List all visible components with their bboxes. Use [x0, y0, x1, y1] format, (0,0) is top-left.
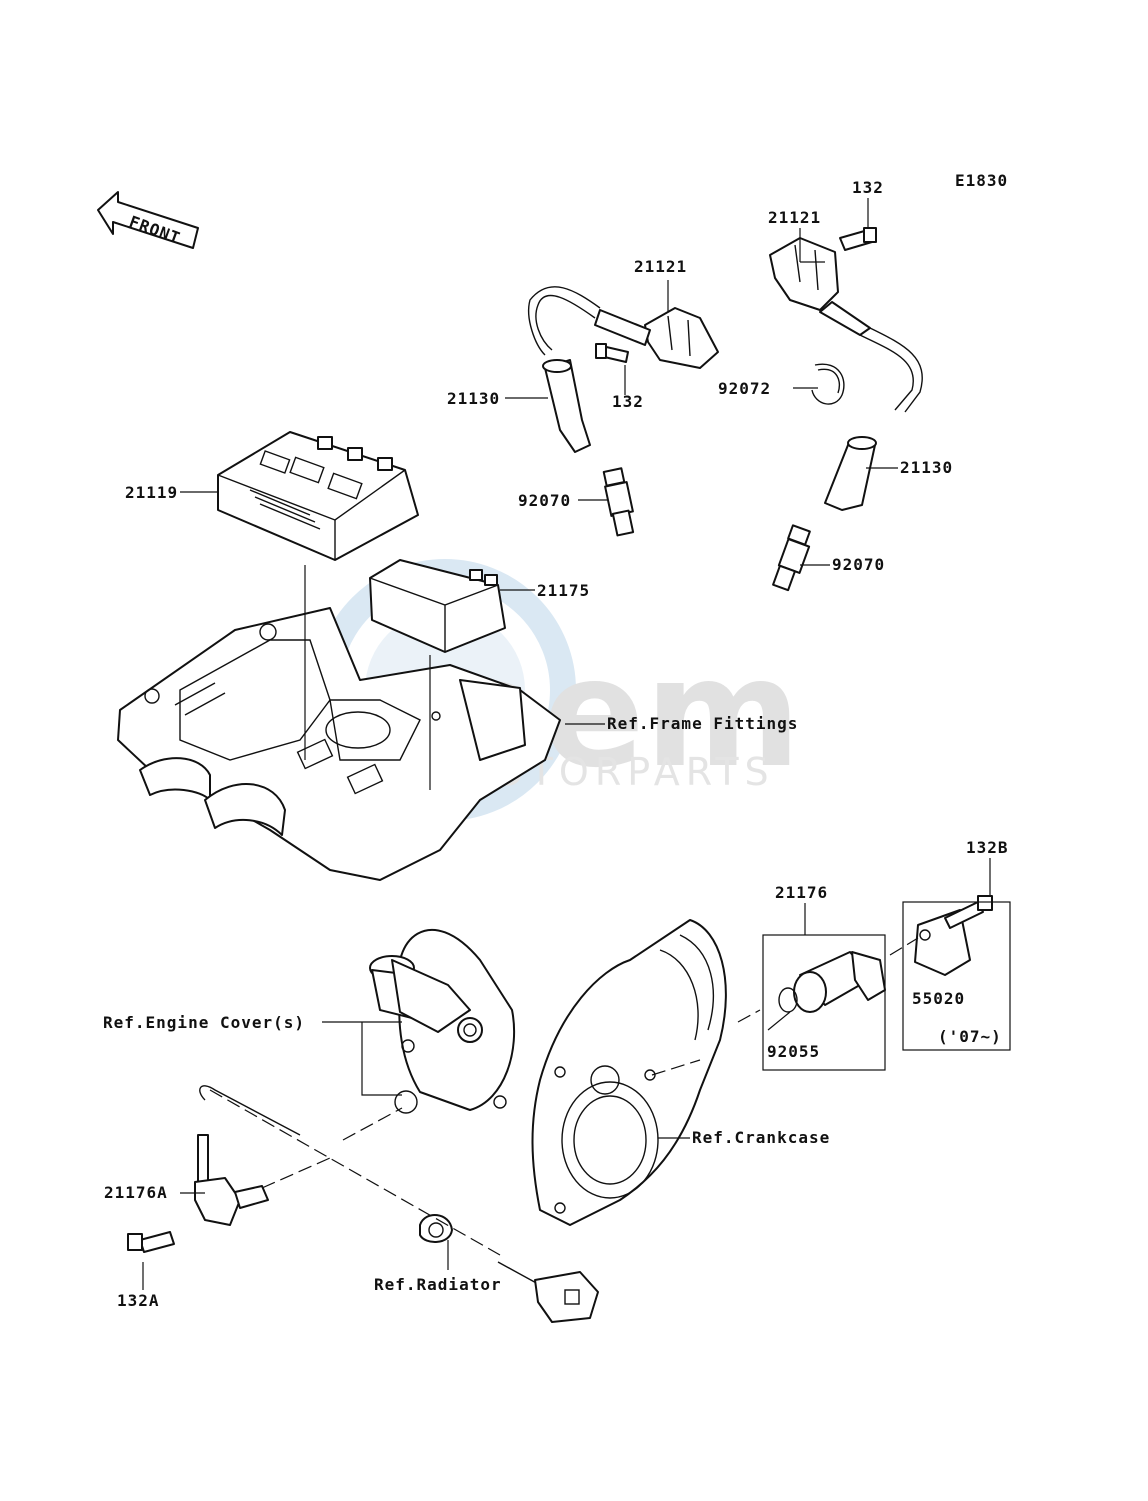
ignition-coil-right [769, 237, 923, 413]
clamp-92072 [811, 363, 845, 405]
ref-frame-fittings: Ref.Frame Fittings [607, 714, 798, 733]
radiator-clamp [419, 1214, 453, 1243]
module-21175 [369, 559, 506, 653]
label-07: ('07~) [938, 1027, 1002, 1046]
label-21176: 21176 [775, 883, 828, 902]
ecu-21119 [217, 431, 419, 561]
spark-plug-right [772, 524, 811, 592]
bolt-132-top [839, 227, 877, 251]
plug-cap-right [824, 436, 877, 511]
label-21130-right: 21130 [900, 458, 953, 477]
leader-lines [142, 198, 1011, 1290]
ref-crankcase: Ref.Crankcase [692, 1128, 830, 1147]
bolt-132B [944, 895, 993, 929]
ref-engine-cover: Ref.Engine Cover(s) [103, 1013, 305, 1032]
label-55020: 55020 [912, 989, 965, 1008]
label-92070-left: 92070 [518, 491, 571, 510]
label-132A: 132A [117, 1291, 160, 1310]
bolt-132-mid [595, 343, 629, 363]
crankcase [531, 919, 727, 1226]
bracket-55020 [914, 909, 971, 976]
radiator-connector [497, 1261, 599, 1323]
diagram-code: E1830 [955, 171, 1008, 190]
tray-frame-fittings [117, 607, 561, 881]
label-132B: 132B [966, 838, 1009, 857]
plug-cap-left [542, 359, 591, 453]
bolt-132A [127, 1231, 175, 1253]
engine-cover [369, 928, 516, 1114]
label-21176A: 21176A [104, 1183, 168, 1202]
ref-radiator: Ref.Radiator [374, 1275, 502, 1294]
label-92055: 92055 [767, 1042, 820, 1061]
label-92070-right: 92070 [832, 555, 885, 574]
label-21119: 21119 [125, 483, 178, 502]
label-21121-left: 21121 [634, 257, 687, 276]
label-132-top: 132 [852, 178, 884, 197]
label-92072: 92072 [718, 379, 771, 398]
front-arrow-icon: FRONT [97, 191, 199, 249]
dashed-leaders [209, 937, 919, 1256]
label-21121-right: 21121 [768, 208, 821, 227]
sensor-21176 [778, 951, 886, 1013]
label-21175: 21175 [537, 581, 590, 600]
spark-plug-left [602, 467, 635, 537]
label-132-mid: 132 [612, 392, 644, 411]
ignition-coil-left [528, 286, 719, 369]
label-21130-left: 21130 [447, 389, 500, 408]
sensor-21176A [194, 1085, 301, 1226]
